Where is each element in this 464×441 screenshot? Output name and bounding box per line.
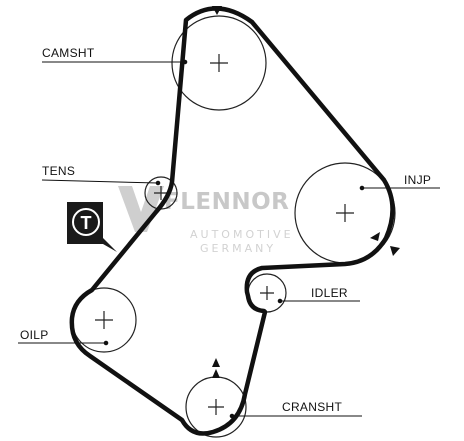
timing-marks xyxy=(212,6,400,378)
crankshaft-leader-dot xyxy=(229,413,235,419)
idler-label: IDLER xyxy=(311,286,348,300)
watermark-line-2: GERMANY xyxy=(200,242,276,255)
camshaft-timing-mark-icon xyxy=(212,6,222,15)
tensioner-badge-letter: T xyxy=(81,213,92,233)
idler-center-icon xyxy=(260,286,274,300)
crankshaft-center-icon xyxy=(208,399,224,415)
camshaft-center-icon xyxy=(210,54,228,72)
timing-belt xyxy=(69,6,395,436)
tensioner-label: TENS xyxy=(42,164,75,178)
camshaft-pulley xyxy=(171,15,267,111)
crankshaft-timing-mark-outer-icon xyxy=(212,358,220,367)
oil-pump-label: OILP xyxy=(20,328,49,342)
tensioner-leader-line xyxy=(41,179,159,184)
oil-pump-center-icon xyxy=(95,311,113,329)
oil-pump-leader-dot xyxy=(103,340,109,346)
watermark-line-1: AUTOMOTIVE xyxy=(190,228,294,241)
crankshaft-timing-mark-icon xyxy=(212,369,220,378)
watermark-brand: FLENNOR xyxy=(164,189,289,215)
tensioner-center-icon xyxy=(154,186,168,200)
watermark-logo-icon xyxy=(118,186,164,232)
injection-pump-center-icon xyxy=(336,204,354,222)
camshaft-leader-dot xyxy=(182,59,188,65)
watermark: FLENNOR AUTOMOTIVE GERMANY xyxy=(118,186,294,255)
pulley-centers xyxy=(95,54,354,415)
injection-pump-leader-dot xyxy=(359,185,365,191)
tensioner-badge-bg xyxy=(67,202,117,252)
injection-pump-timing-mark-icon xyxy=(370,232,380,241)
injection-pump-timing-mark-outer-icon xyxy=(390,246,400,256)
crankshaft-label: CRANSHT xyxy=(282,400,342,414)
idler-leader-dot xyxy=(277,298,283,304)
camshaft-label: CAMSHT xyxy=(42,46,95,60)
tensioner-badge-ring xyxy=(72,208,100,236)
injection-pump-label: INJP xyxy=(404,173,431,187)
tensioner-leader-dot xyxy=(155,180,161,186)
tensioner-badge: T xyxy=(67,202,117,252)
